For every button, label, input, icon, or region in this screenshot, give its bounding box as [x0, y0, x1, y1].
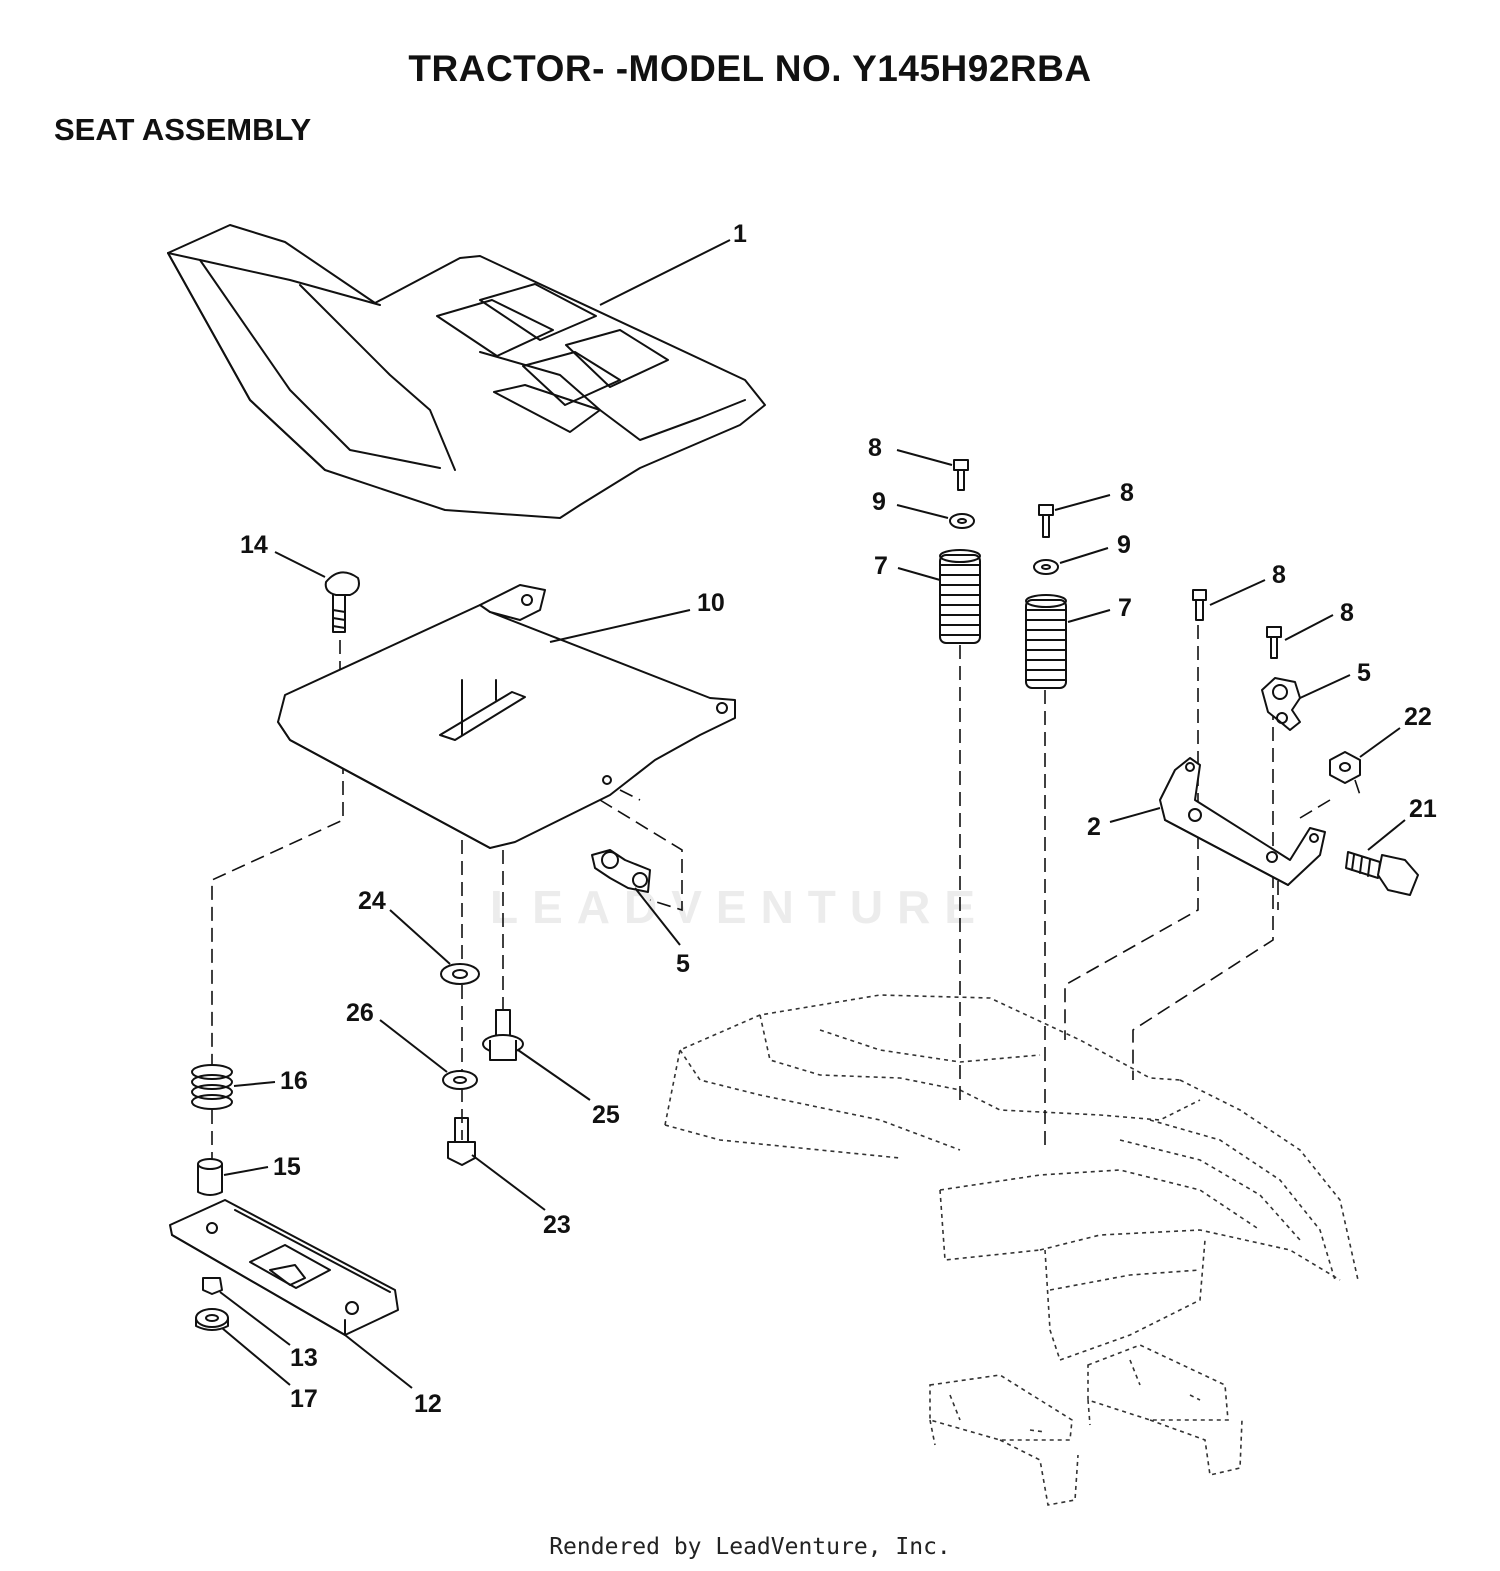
spring-7a [939, 549, 981, 644]
callout-label: 9 [872, 488, 886, 516]
nut-13 [202, 1277, 223, 1295]
callout-label: 15 [273, 1153, 301, 1181]
callout-label: 5 [1357, 659, 1371, 687]
shoulder-bolt-21 [1345, 851, 1419, 896]
tractor-frame [664, 994, 1359, 1506]
callout-25: 25 [517, 1049, 620, 1129]
callout-label: 7 [874, 552, 888, 580]
callout-17: 17 [221, 1327, 318, 1413]
callout-8b: 8 [1054, 479, 1134, 511]
seat [167, 224, 766, 519]
callout-label: 26 [346, 999, 374, 1027]
callout-label: 17 [290, 1385, 318, 1413]
callout-label: 9 [1117, 531, 1131, 559]
callout-label: 21 [1409, 795, 1437, 823]
callout-label: 7 [1118, 594, 1132, 622]
washer-9a [949, 513, 975, 529]
callout-16: 16 [233, 1067, 308, 1095]
carriage-bolt [324, 571, 360, 633]
washer-24 [440, 963, 480, 985]
callout-23: 23 [471, 1154, 571, 1239]
adjustment-plate [169, 1199, 399, 1336]
clip-left [591, 849, 651, 893]
callout-label: 5 [676, 950, 690, 978]
callout-5-right: 5 [1299, 659, 1371, 699]
screw-8a [953, 459, 969, 491]
callout-label: 22 [1404, 703, 1432, 731]
spring-16 [191, 1064, 233, 1110]
callout-8a: 8 [868, 434, 953, 466]
shoulder-bolt-25 [482, 1009, 524, 1061]
callout-15: 15 [223, 1153, 301, 1181]
callout-7a: 7 [874, 552, 941, 581]
pivot-bracket [1159, 757, 1326, 886]
seat-pan [277, 584, 736, 849]
callout-22: 22 [1359, 703, 1432, 758]
callout-label: 25 [592, 1101, 620, 1129]
callout-label: 16 [280, 1067, 308, 1095]
callout-5-left: 5 [634, 887, 690, 978]
callout-label: 1 [733, 220, 747, 248]
callout-label: 10 [697, 589, 725, 617]
callout-8d: 8 [1284, 599, 1354, 641]
nut-22 [1329, 751, 1361, 784]
callout-2: 2 [1087, 807, 1161, 841]
bolt-23 [447, 1117, 476, 1166]
callout-9b: 9 [1059, 531, 1131, 564]
callout-label: 24 [358, 887, 386, 915]
callout-label: 8 [868, 434, 882, 462]
watermark: LEADVENTURE [490, 881, 990, 933]
callout-label: 8 [1120, 479, 1134, 507]
callout-label: 14 [240, 531, 268, 559]
callout-label: 13 [290, 1344, 318, 1372]
callout-7b: 7 [1067, 594, 1132, 623]
callout-12: 12 [344, 1334, 442, 1418]
washer-17 [195, 1308, 229, 1331]
callout-13: 13 [219, 1291, 318, 1372]
callout-label: 8 [1272, 561, 1286, 589]
screw-8d [1266, 626, 1282, 659]
footer-credit: Rendered by LeadVenture, Inc. [549, 1534, 951, 1560]
callout-26: 26 [346, 999, 448, 1073]
clip-right [1261, 677, 1301, 731]
callout-label: 8 [1340, 599, 1354, 627]
callout-label: 12 [414, 1390, 442, 1418]
callout-14: 14 [240, 531, 326, 578]
callout-9a: 9 [872, 488, 949, 519]
washer-9b [1033, 559, 1059, 575]
screw-8b [1038, 504, 1054, 538]
callout-10: 10 [549, 589, 725, 643]
spring-7b [1025, 594, 1067, 689]
washer-26 [442, 1070, 478, 1090]
callout-label: 2 [1087, 813, 1101, 841]
callout-8c: 8 [1209, 561, 1286, 606]
screw-8c [1192, 589, 1207, 621]
callout-21: 21 [1367, 795, 1437, 851]
spacer-15 [197, 1158, 223, 1196]
callout-label: 23 [543, 1211, 571, 1239]
callout-24: 24 [358, 887, 451, 965]
callout-1: 1 [599, 220, 747, 306]
page-title: TRACTOR- -MODEL NO. Y145H92RBA [408, 48, 1092, 89]
section-title: SEAT ASSEMBLY [54, 112, 312, 147]
